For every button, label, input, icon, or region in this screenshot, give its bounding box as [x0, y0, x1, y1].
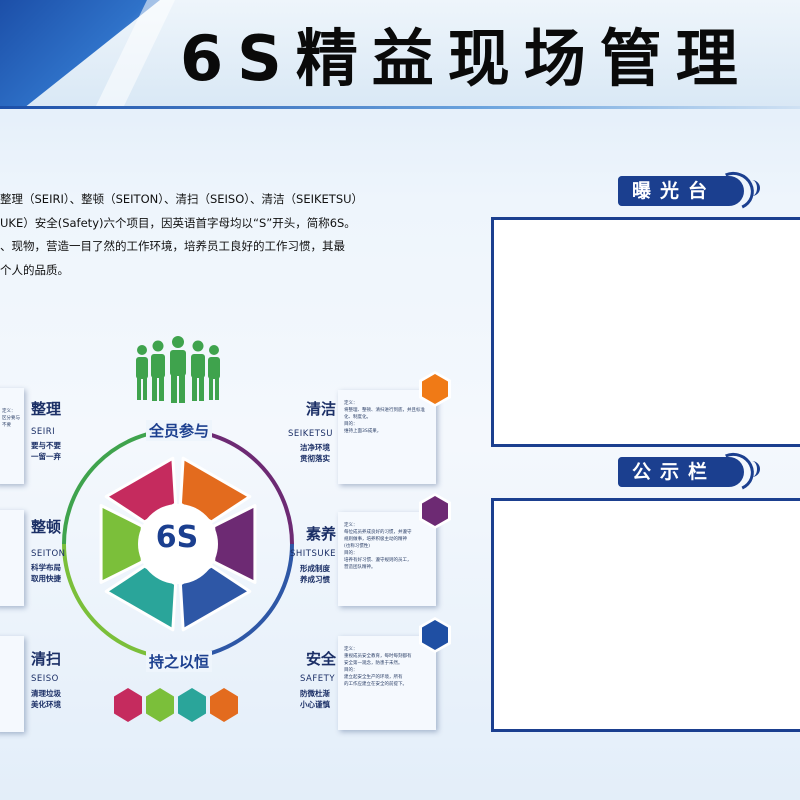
wheel-segment	[104, 456, 178, 524]
card-text-line: 安全第一观念，防患于未然。	[344, 661, 403, 666]
hex-safety-icon	[419, 617, 451, 653]
wheel-center-label: 6S	[155, 520, 199, 555]
six-s-wheel	[62, 428, 294, 660]
header-banner: 6S精益现场管理	[0, 0, 800, 109]
hex-decoration-icon	[178, 688, 206, 722]
item-sub-safety: 防微杜渐 小心谨慎	[300, 688, 330, 710]
item-sub-line: 一留一弃	[31, 452, 61, 461]
wheel-segment	[212, 504, 257, 584]
intro-paragraph: 整理（SEIRI）、整顿（SEITON）、清扫（SEISO）、清洁（SEIKET…	[0, 188, 440, 282]
card-text-line: (也称习惯性)	[344, 544, 371, 549]
left-item-card: 定义： 区分要与不要	[0, 388, 24, 484]
item-name-seiso: 清扫	[31, 650, 62, 668]
item-sub-shitsuke: 形成制度 养成习惯	[300, 563, 330, 585]
item-name-seiketsu: 清洁	[306, 400, 337, 418]
item-en-seiton: SEITON	[31, 549, 66, 559]
item-en-seiri: SEIRI	[31, 427, 56, 437]
hex-fill	[422, 620, 448, 650]
item-sub-line: 防微杜渐	[300, 689, 330, 698]
header-divider	[0, 106, 800, 109]
exposure-board-panel	[491, 217, 800, 447]
item-en-safety: SAFETY	[300, 674, 336, 684]
wheel-bottom-label: 持之以恒	[146, 651, 213, 672]
card-definition-text: 定义： 重视成员安全教育，每时每刻都有 安全第一观念，防患于未然。 目的： 建立…	[344, 646, 430, 688]
card-text-line: 每位成员养成良好的习惯，并遵守	[344, 530, 412, 535]
card-text-line: 定义：	[344, 523, 358, 528]
hex-decoration-icon	[146, 688, 174, 722]
intro-line: 整理（SEIRI）、整顿（SEITON）、清扫（SEISO）、清洁（SEIKET…	[0, 192, 364, 206]
safety-card: 定义： 重视成员安全教育，每时每刻都有 安全第一观念，防患于未然。 目的： 建立…	[338, 636, 436, 730]
card-definition-text: 定义： 区分要与不要	[2, 408, 24, 429]
card-text-line: 目的：	[344, 668, 358, 673]
card-definition-text: 定义： 将整理、整顿、清扫进行到底，并且标准化、制度化。 目的： 维持上面3S成…	[344, 400, 430, 435]
card-text-line: 区分要与不要	[2, 416, 20, 428]
left-item-card	[0, 636, 24, 732]
left-item-card	[0, 510, 24, 606]
item-en-seiketsu: SEIKETSU	[288, 429, 334, 439]
card-text-line: 的工作应建立在安全的前提下。	[344, 682, 407, 687]
item-en-shitsuke: SHITSUKE	[290, 549, 337, 559]
hex-fill	[422, 496, 448, 526]
intro-line: 、现物，营造一目了然的工作环境，培养员工良好的工作习惯，其最	[0, 239, 345, 253]
swoosh-decoration-icon	[751, 461, 760, 477]
item-sub-line: 小心谨慎	[300, 700, 330, 709]
item-sub-line: 形成制度	[300, 564, 330, 573]
item-name-shitsuke: 素养	[306, 525, 337, 543]
exposure-board-label: 曝光台	[618, 166, 768, 216]
card-text-line: 培养有好习惯、遵守规则的员工，	[344, 558, 412, 563]
item-sub-seiton: 科学布局 取用快捷	[31, 562, 61, 584]
seiketsu-card: 定义： 将整理、整顿、清扫进行到底，并且标准化、制度化。 目的： 维持上面3S成…	[338, 390, 436, 484]
hex-decoration-icon	[114, 688, 142, 722]
card-text-line: 目的：	[344, 422, 358, 427]
page-title: 6S精益现场管理	[180, 22, 752, 95]
item-sub-line: 洁净环境	[300, 443, 330, 452]
item-sub-line: 美化环境	[31, 700, 61, 709]
hex-decoration-icon	[210, 688, 238, 722]
card-text-line: 将整理、整顿、清扫进行到底，并且标准化、制度化。	[344, 408, 425, 420]
exposure-board-title: 曝光台	[618, 176, 744, 206]
card-definition-text: 定义： 每位成员养成良好的习惯，并遵守 规则做事，培养积极主动的精神 (也称习惯…	[344, 522, 430, 571]
card-text-line: 规则做事，培养积极主动的精神	[344, 537, 407, 542]
wheel-top-label: 全员参与	[146, 420, 213, 441]
item-sub-line: 要与不要	[31, 441, 61, 450]
swoosh-decoration-icon	[751, 180, 760, 196]
card-text-line: 重视成员安全教育，每时每刻都有	[344, 654, 412, 659]
wheel-segment	[99, 504, 144, 584]
intro-line: UKE）安全(Safety)六个项目，因英语首字母均以“S”开头，简称6S。	[0, 215, 356, 230]
item-sub-seiri: 要与不要 一留一弃	[31, 440, 61, 462]
item-sub-line: 养成习惯	[300, 575, 330, 584]
card-text-line: 定义：	[2, 409, 16, 414]
item-name-seiton: 整顿	[31, 518, 62, 536]
card-text-line: 建立起安全生产的环境，所有	[344, 675, 403, 680]
card-text-line: 营造团队精神。	[344, 565, 376, 570]
item-sub-line: 科学布局	[31, 563, 61, 572]
card-text-line: 目的：	[344, 551, 358, 556]
item-sub-seiketsu: 洁净环境 贯彻落实	[300, 442, 330, 464]
item-name-safety: 安全	[306, 650, 337, 668]
card-text-line: 定义：	[344, 647, 358, 652]
notice-board-label: 公示栏	[618, 447, 768, 497]
item-sub-line: 取用快捷	[31, 574, 61, 583]
notice-board-title: 公示栏	[618, 457, 744, 487]
hex-shitsuke-icon	[419, 493, 451, 529]
team-people-icon	[136, 336, 220, 403]
item-sub-line: 清理垃圾	[31, 689, 61, 698]
item-name-seiri: 整理	[31, 400, 62, 418]
shitsuke-card: 定义： 每位成员养成良好的习惯，并遵守 规则做事，培养积极主动的精神 (也称习惯…	[338, 512, 436, 606]
intro-line: 个人的品质。	[0, 262, 69, 277]
notice-board-panel	[491, 498, 800, 732]
item-sub-seiso: 清理垃圾 美化环境	[31, 688, 61, 710]
item-en-seiso: SEISO	[31, 674, 59, 684]
hex-fill	[422, 374, 448, 404]
card-text-line: 定义：	[344, 401, 358, 406]
hex-seiketsu-icon	[419, 371, 451, 407]
card-text-line: 维持上面3S成果，	[344, 429, 382, 434]
item-sub-line: 贯彻落实	[300, 454, 330, 463]
